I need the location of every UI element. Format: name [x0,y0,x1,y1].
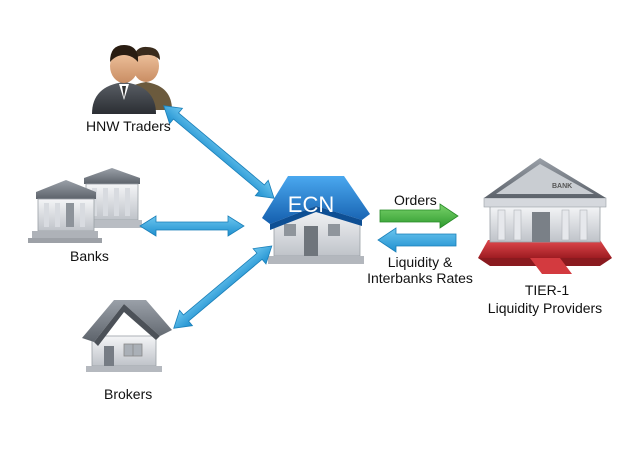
ecn-label: ECN [288,192,334,217]
hnw-traders-icon [92,45,172,114]
hnw-traders-label: HNW Traders [86,118,171,134]
liquidity-arrow [377,227,457,253]
orders-arrow [379,203,459,229]
banks-ecn-double-arrow [139,215,245,237]
tier1-label-line2: Liquidity Providers [487,300,603,316]
tier1-bank-icon: BANK [478,158,612,274]
tier1-bank-sign: BANK [552,183,572,190]
banks-icon [28,168,142,243]
banks-label: Banks [70,248,109,264]
orders-label: Orders [394,192,437,208]
liquidity-label-line1: Liquidity & [387,254,453,270]
liquidity-label-line2: Interbanks Rates [367,270,473,286]
tier1-label-line1: TIER-1 [524,282,570,298]
brokers-label: Brokers [104,386,153,402]
brokers-ecn-double-arrow [173,245,273,329]
hnw-ecn-double-arrow [163,105,275,199]
brokers-icon [82,300,172,372]
ecn-building-icon [262,176,370,264]
